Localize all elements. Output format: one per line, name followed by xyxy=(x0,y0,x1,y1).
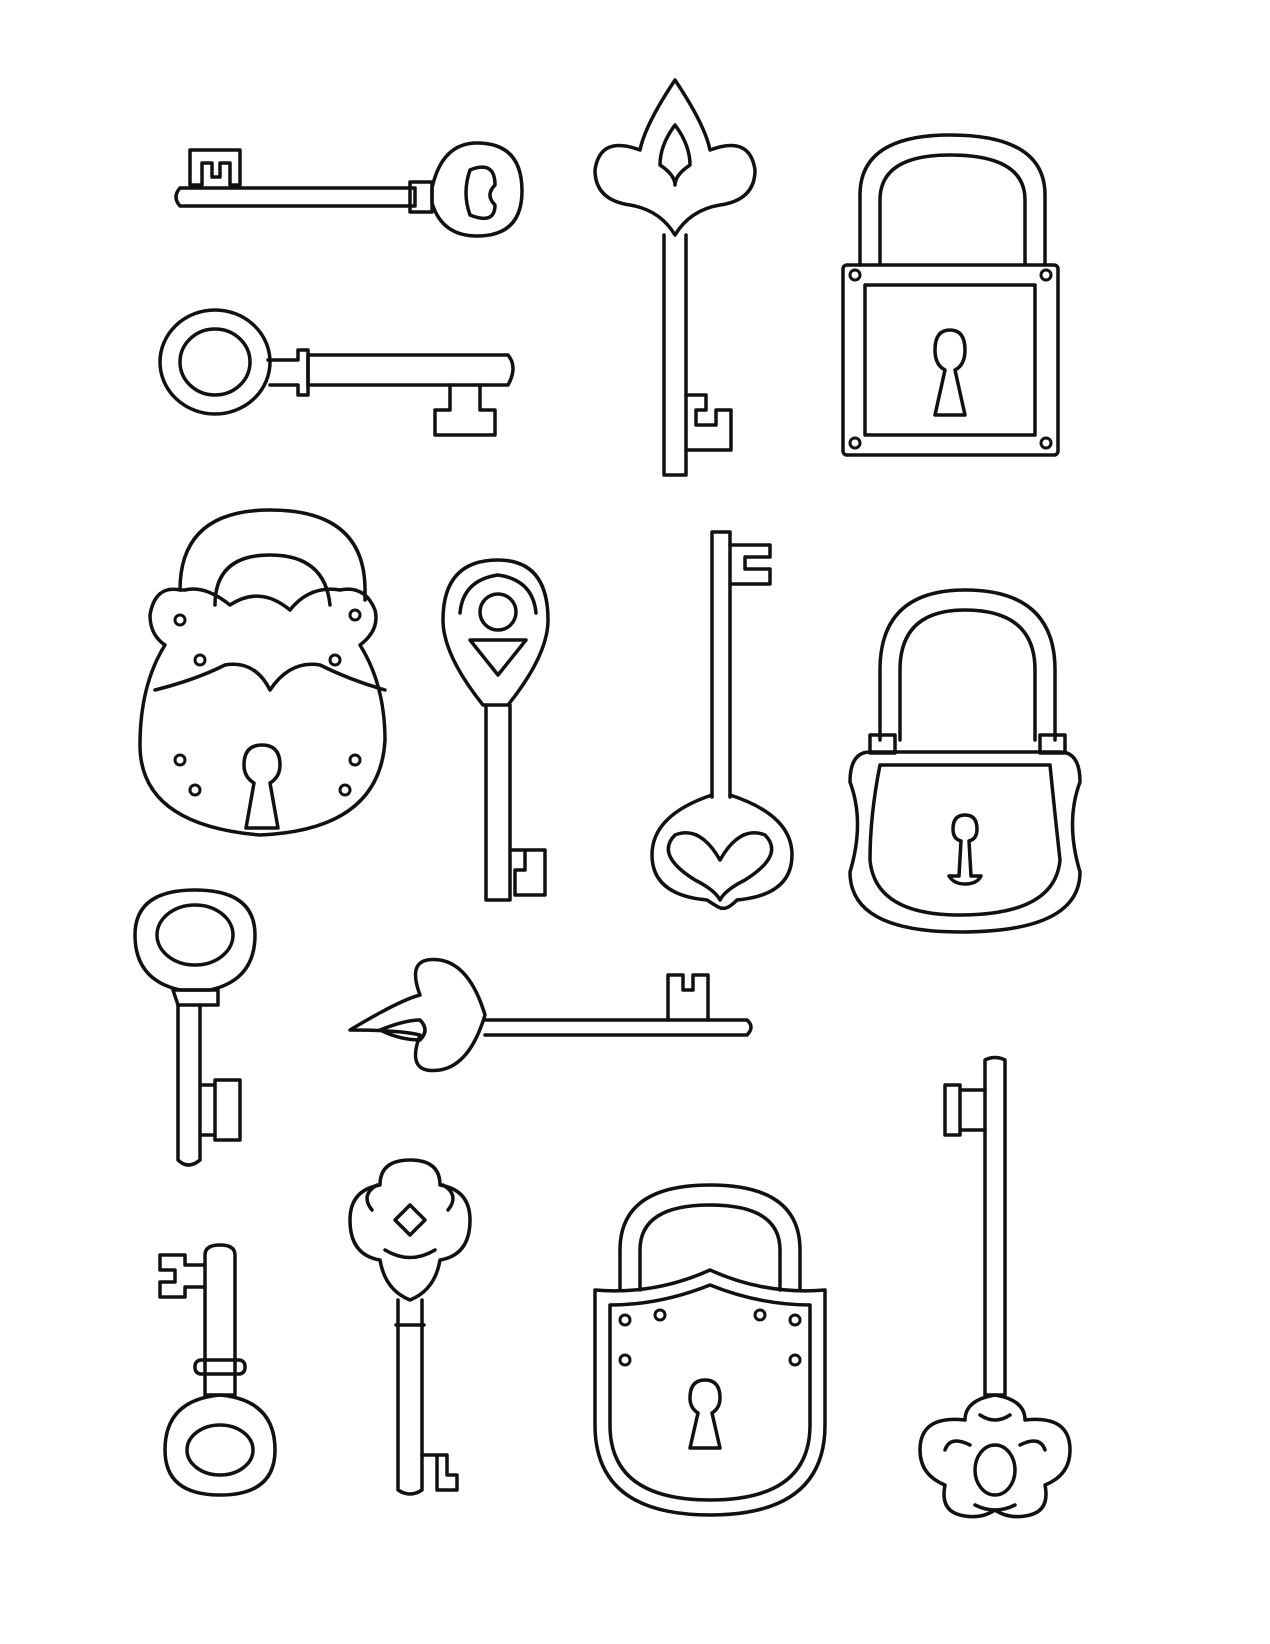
padlock-icon xyxy=(841,133,1060,457)
padlock-icon xyxy=(593,1183,827,1517)
fleur-key-icon xyxy=(593,78,757,477)
heart-key-icon xyxy=(650,530,794,911)
ornate-key-icon xyxy=(441,558,550,902)
padlock-icon xyxy=(848,588,1082,934)
clover-key-icon xyxy=(918,1055,1072,1519)
skeleton-key-icon xyxy=(133,888,257,1167)
fleur-key-icon xyxy=(348,957,753,1073)
skeleton-key-icon xyxy=(158,308,515,437)
skeleton-key-icon xyxy=(174,141,524,238)
clover-key-icon xyxy=(348,1158,472,1496)
skeleton-key-icon xyxy=(158,1243,277,1497)
round-padlock-icon xyxy=(138,508,387,837)
